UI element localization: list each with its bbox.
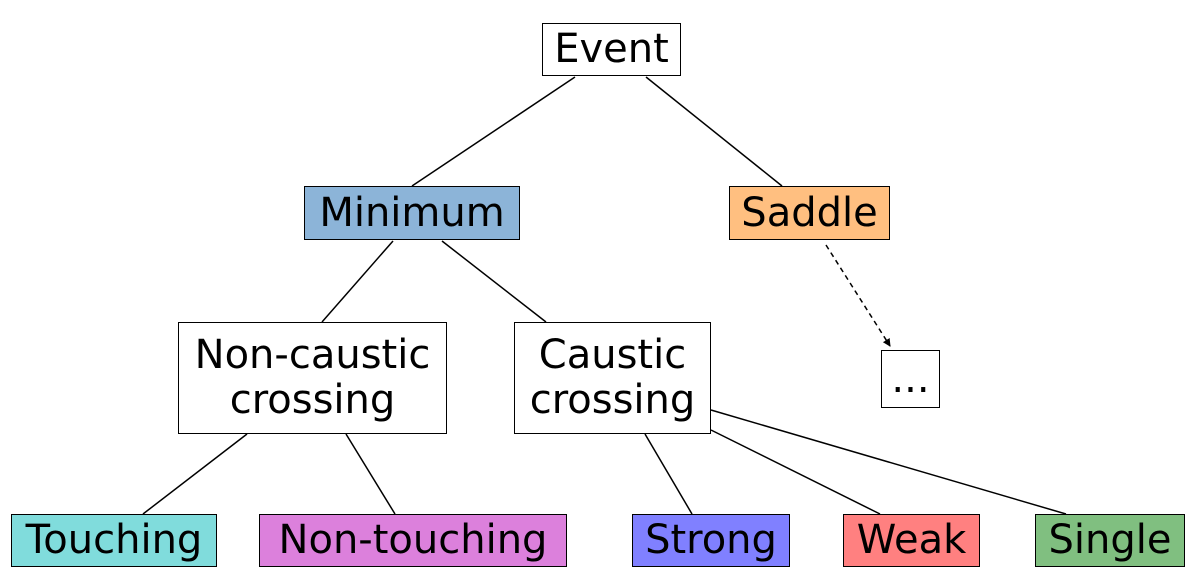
edge-noncaustic-touching <box>142 433 248 515</box>
node-touching: Touching <box>11 514 217 567</box>
edge-noncaustic-nontouching <box>345 433 396 515</box>
node-minimum: Minimum <box>304 186 520 240</box>
node-single: Single <box>1035 514 1185 567</box>
node-saddle-label: Saddle <box>741 189 878 236</box>
edge-caustic-weak <box>710 429 881 515</box>
node-ellipsis-label: ... <box>891 355 930 402</box>
node-weak-label: Weak <box>856 517 967 563</box>
node-strong: Strong <box>632 514 790 567</box>
node-event-label: Event <box>554 26 669 72</box>
node-single-label: Single <box>1048 517 1172 563</box>
edge-saddle-ellipsis <box>825 244 891 347</box>
node-non-touching: Non-touching <box>259 514 567 567</box>
node-ellipsis: ... <box>881 350 940 408</box>
node-saddle: Saddle <box>729 186 890 240</box>
edge-caustic-single <box>710 409 1067 515</box>
edge-minimum-caustic <box>441 240 547 323</box>
node-strong-label: Strong <box>645 517 777 563</box>
edge-event-minimum <box>411 76 576 187</box>
node-caustic-crossing-label: Caustic crossing <box>529 332 696 423</box>
edge-event-saddle <box>645 76 783 187</box>
node-event: Event <box>542 23 681 76</box>
node-caustic-crossing: Caustic crossing <box>514 322 711 434</box>
node-touching-label: Touching <box>25 517 203 563</box>
node-non-touching-label: Non-touching <box>278 517 548 563</box>
node-minimum-label: Minimum <box>319 189 505 236</box>
node-weak: Weak <box>843 514 980 567</box>
edge-caustic-strong <box>644 433 693 515</box>
edge-minimum-noncaustic <box>321 240 394 323</box>
node-non-caustic-crossing: Non-caustic crossing <box>178 322 447 434</box>
node-non-caustic-crossing-label: Non-caustic crossing <box>194 332 431 423</box>
